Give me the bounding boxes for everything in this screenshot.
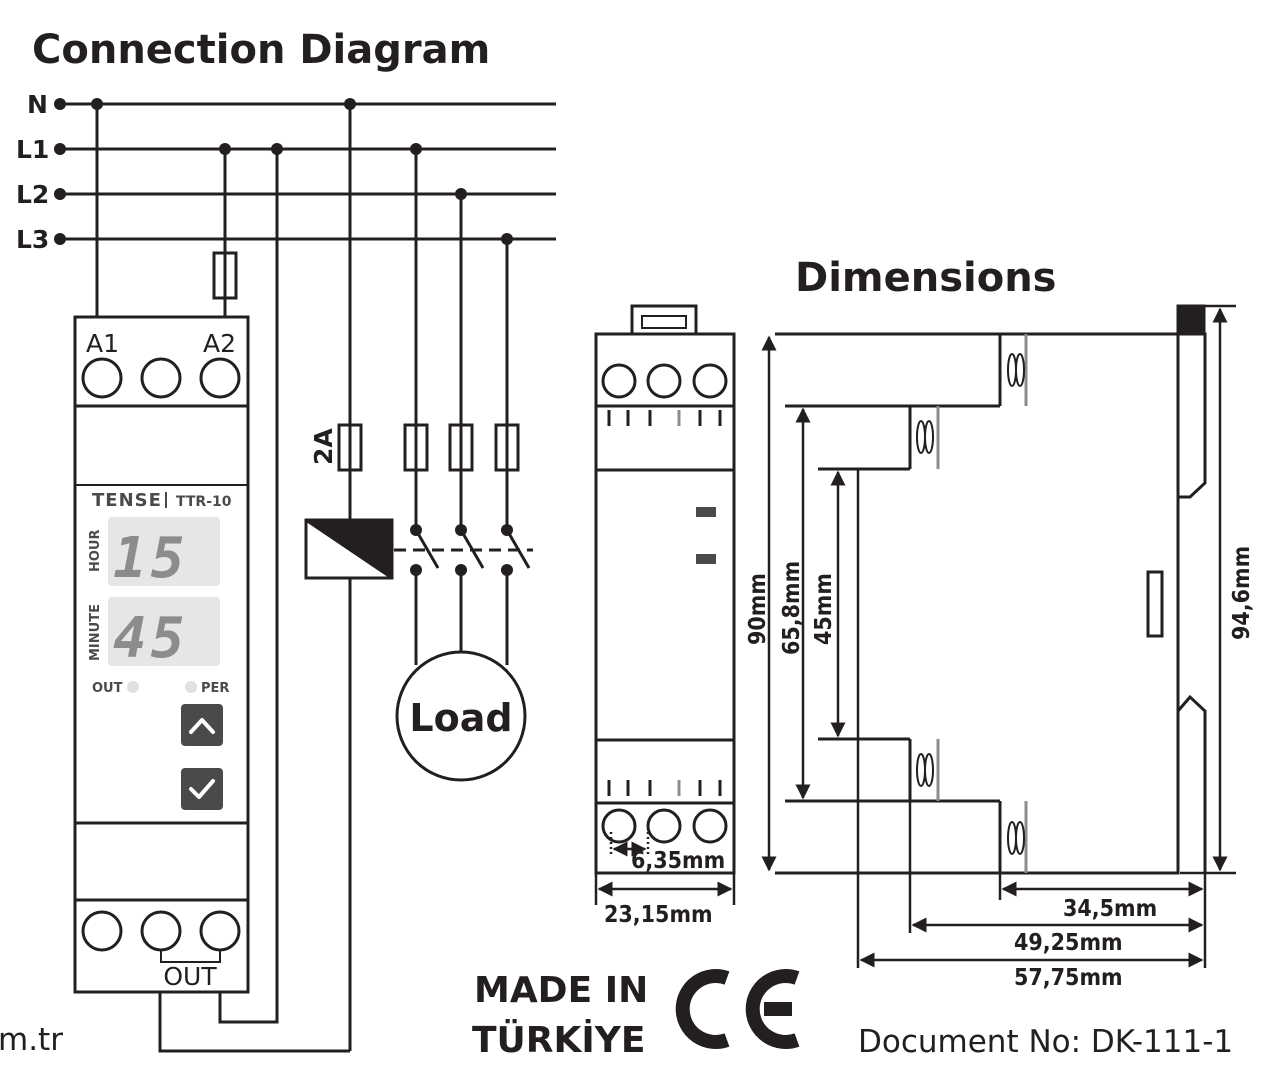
line-label-l3: L3 [16, 225, 49, 254]
dimensions-title: Dimensions [795, 255, 1056, 301]
made-in-line-1: MADE IN [474, 970, 648, 1011]
dim-terminal-pitch: 6,35mm [631, 848, 725, 874]
load-circle [395, 650, 527, 782]
minute-digits: 45 [113, 606, 188, 671]
per-led-indicator [185, 681, 197, 693]
dim-depth-3: 57,75mm [1014, 965, 1123, 991]
up-button[interactable] [181, 704, 223, 746]
ce-mark-icon [675, 969, 800, 1049]
hour-digits: 15 [113, 526, 188, 591]
dim-width-front: 23,15mm [604, 902, 713, 928]
check-icon [189, 779, 215, 799]
minute-display [108, 597, 220, 666]
supply-lines [60, 102, 556, 241]
out-terminal-label: OUT [163, 962, 217, 991]
made-in-line-2: TÜRKİYE [472, 1019, 645, 1061]
connection-diagram-title: Connection Diagram [32, 27, 490, 73]
hour-label: HOUR [88, 530, 103, 573]
side-view-screws [916, 353, 1025, 855]
front-view-vents [607, 410, 722, 796]
line-terminal-dots [54, 98, 66, 245]
dim-height-total: 90mm [745, 573, 771, 645]
minute-label: MINUTE [88, 604, 103, 661]
line-label-n: N [27, 90, 48, 119]
terminal-label-a1: A1 [86, 329, 119, 358]
bottom-terminal-screws [81, 910, 241, 952]
document-number: Document No: DK-111-1 [858, 1024, 1233, 1060]
model-label: TTR-10 [176, 494, 232, 510]
dim-depth-1: 34,5mm [1063, 896, 1157, 922]
front-view [594, 304, 736, 875]
per-led-label: PER [201, 681, 229, 696]
load-label: Load [409, 696, 512, 740]
out-led-indicator [127, 681, 139, 693]
out-led-label: OUT [92, 681, 123, 696]
side-view-gray-lines [936, 334, 1028, 873]
dim-height-rail: 94,6mm [1229, 546, 1255, 640]
fuse-lines [223, 253, 509, 470]
fuses [212, 251, 520, 472]
dimension-lines [594, 304, 1236, 968]
website-fragment: m.tr [0, 1022, 63, 1058]
brand-logo: TENSE [92, 490, 162, 511]
confirm-button[interactable] [181, 768, 223, 810]
terminal-label-a2: A2 [203, 329, 236, 358]
front-view-leds [696, 507, 716, 564]
line-label-l2: L2 [16, 180, 49, 209]
wiring [95, 104, 533, 1053]
fuse-rating-label: 2A [309, 428, 338, 465]
junction-dots [91, 98, 513, 576]
line-label-l1: L1 [16, 135, 49, 164]
side-view [775, 304, 1207, 875]
up-chevron-icon [189, 718, 215, 734]
contactor-coil [304, 518, 394, 580]
dim-depth-2: 49,25mm [1014, 930, 1123, 956]
dim-height-front: 45mm [811, 573, 837, 645]
top-terminal-screws [81, 357, 241, 399]
hour-display [108, 517, 220, 586]
dim-height-mid: 65,8mm [779, 561, 805, 655]
out-bracket [160, 950, 221, 963]
